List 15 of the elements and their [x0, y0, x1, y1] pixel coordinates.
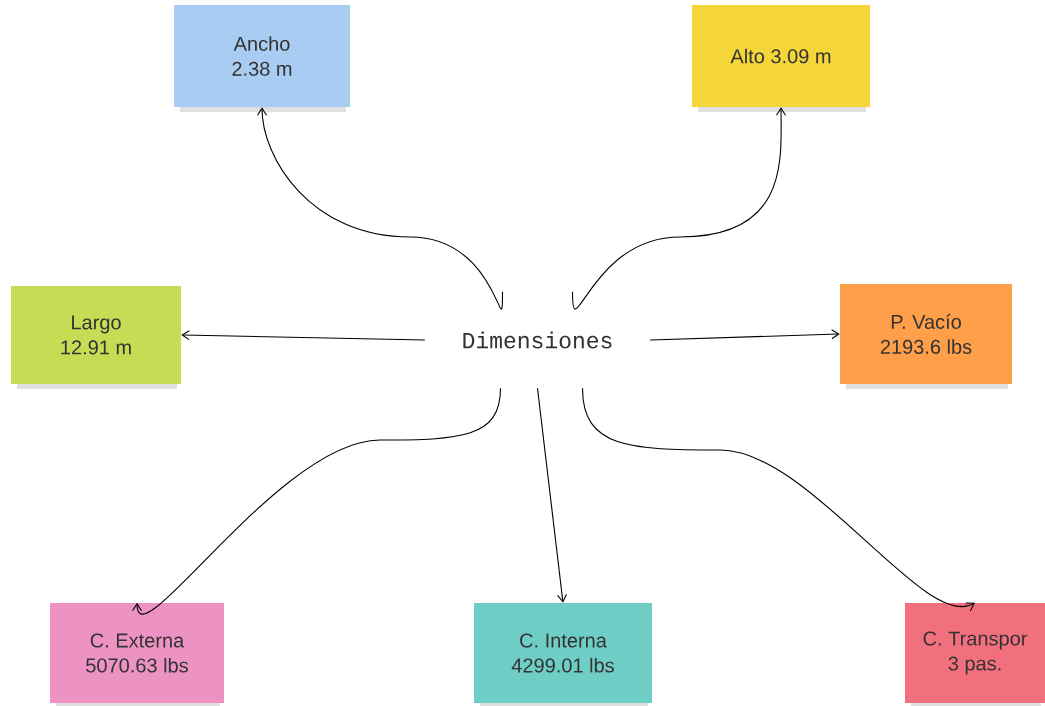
sticky-note: P. Vacío 2193.6 lbs — [840, 284, 1012, 384]
arrow — [581, 387, 975, 612]
sticky-note: Ancho 2.38 m — [174, 5, 350, 107]
arrow — [571, 107, 787, 310]
sticky-note: C. Transpor 3 pas. — [905, 603, 1045, 703]
sticky-note: Alto 3.09 m — [692, 5, 870, 107]
sticky-note: Largo 12.91 m — [11, 286, 181, 384]
arrow — [536, 387, 568, 603]
arrow — [256, 107, 504, 310]
arrow — [131, 387, 502, 614]
arrow — [649, 329, 840, 341]
arrow — [181, 330, 426, 341]
center-label: Dimensiones — [463, 331, 612, 349]
sticky-note: C. Externa 5070.63 lbs — [50, 603, 224, 703]
sticky-note: C. Interna 4299.01 lbs — [474, 603, 652, 703]
